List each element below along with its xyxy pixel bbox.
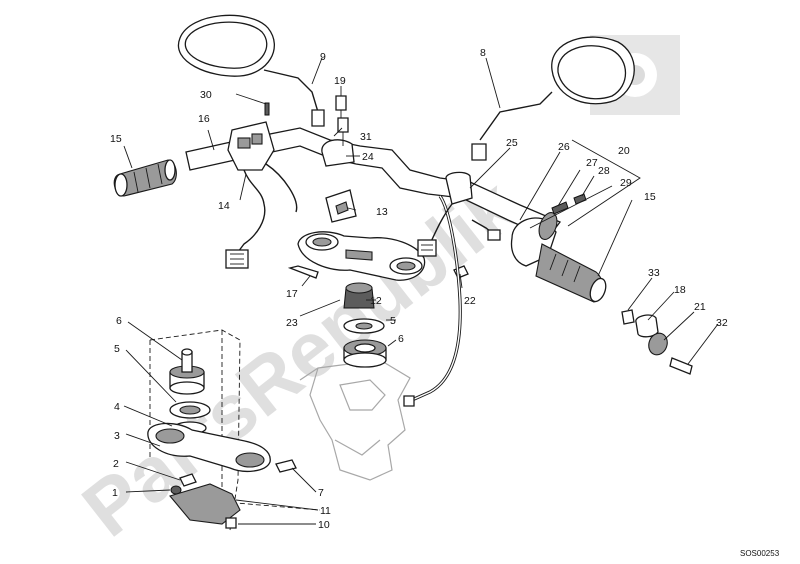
callout-18: 18: [674, 284, 686, 296]
callout-26: 26: [558, 141, 570, 153]
callout-15-right: 15: [644, 191, 656, 203]
callout-17: 17: [286, 288, 298, 300]
callout-23: 23: [286, 317, 298, 329]
watermark-text: PartsRepublik: [66, 161, 534, 554]
throttle-cable: [403, 195, 462, 407]
callout-13: 13: [376, 206, 388, 218]
callout-5-stem: 5: [114, 343, 120, 355]
callout-labels: 1 2 3 4 5 5 6 6 7 8 9 10 11 12 13 14 15 …: [110, 47, 728, 531]
callout-11: 11: [320, 505, 331, 517]
handlebar-clamp-upper: [264, 95, 355, 167]
callout-2: 2: [113, 458, 119, 470]
callout-7: 7: [318, 487, 324, 499]
throttle-hardware: [551, 193, 587, 215]
callout-29: 29: [620, 177, 632, 189]
callout-32: 32: [716, 317, 728, 329]
callout-33: 33: [648, 267, 660, 279]
callout-16: 16: [198, 113, 210, 125]
right-switch-assembly: [417, 171, 501, 257]
callout-3: 3: [114, 430, 120, 442]
callout-20: 20: [618, 145, 630, 157]
callout-31: 31: [360, 131, 372, 143]
right-mirror: [471, 36, 635, 161]
steering-stem-nut-stack: [343, 282, 387, 368]
callout-25: 25: [506, 137, 518, 149]
callout-leaders: [123, 57, 719, 525]
bar-end-weight-parts: [621, 309, 693, 375]
callout-24: 24: [362, 151, 374, 163]
callout-9: 9: [320, 51, 326, 63]
callout-4: 4: [114, 401, 120, 413]
left-switch-assembly: [225, 121, 298, 269]
callout-5-right: 5: [390, 315, 396, 327]
steering-head-frame: [299, 359, 411, 481]
callout-19: 19: [334, 75, 346, 87]
callout-6-right: 6: [398, 333, 404, 345]
top-yoke: [297, 231, 426, 281]
callout-21: 21: [694, 301, 706, 313]
callout-27: 27: [586, 157, 598, 169]
callout-14: 14: [218, 200, 230, 212]
handlebar-riser: [325, 189, 357, 223]
steering-stem-assembly: [147, 329, 321, 531]
callout-30: 30: [200, 89, 212, 101]
right-throttle-grip: [510, 212, 607, 303]
callout-28: 28: [598, 165, 610, 177]
callout-6-stem: 6: [116, 315, 122, 327]
callout-8: 8: [480, 47, 486, 59]
left-grip: [113, 159, 177, 197]
callout-12: 12: [370, 295, 382, 307]
callout-1: 1: [112, 487, 118, 499]
drawing-code: SOS00253: [740, 549, 780, 558]
callout-15-left: 15: [110, 133, 122, 145]
callout-22: 22: [464, 295, 476, 307]
callout-10: 10: [318, 519, 330, 531]
left-mirror: [177, 14, 325, 127]
